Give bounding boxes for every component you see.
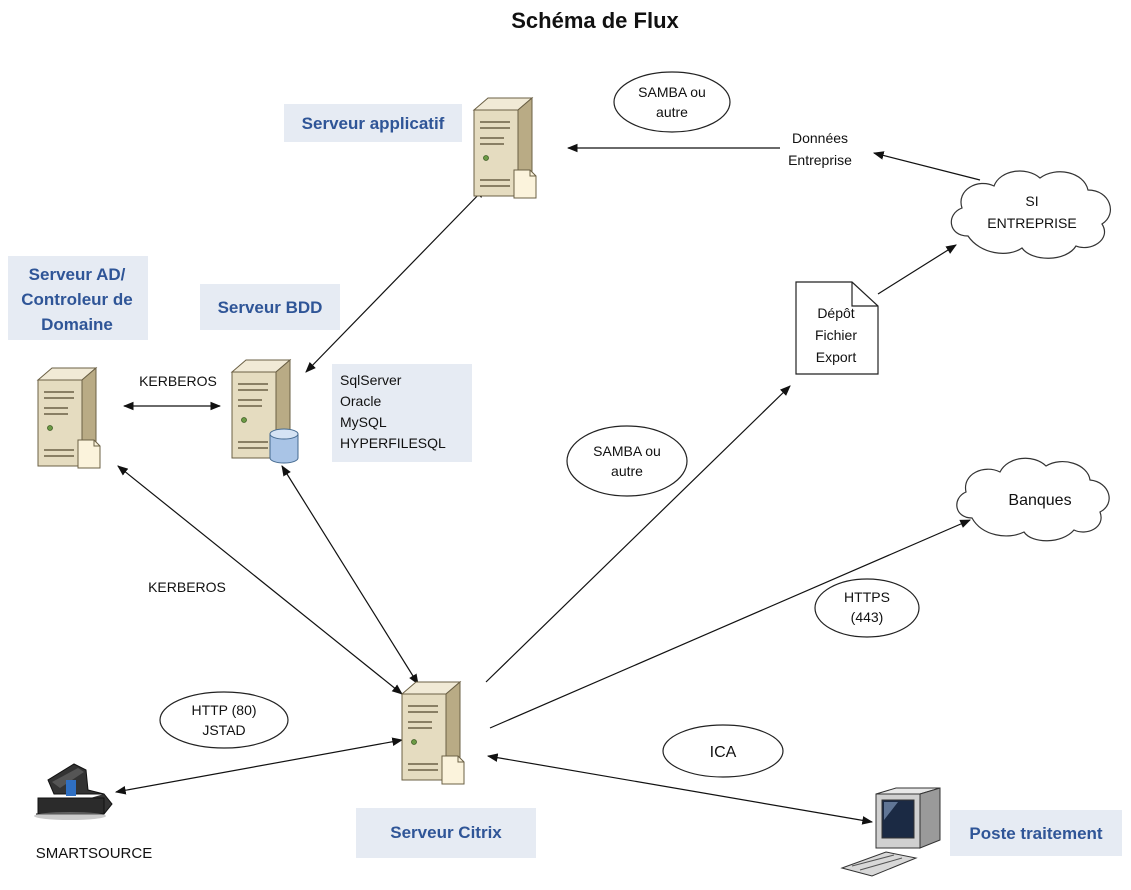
db-item: MySQL <box>340 414 387 430</box>
data-label-1: Données <box>792 130 848 146</box>
export-file-icon <box>795 281 879 375</box>
banks-cloud-label: Banques <box>1008 492 1071 509</box>
si-cloud-label-1: SI <box>1025 193 1038 209</box>
http-label-1: HTTP (80) <box>191 702 256 718</box>
workstation-label-box <box>950 810 1122 856</box>
banks-cloud-icon <box>956 457 1110 542</box>
app-server-label-box <box>284 104 462 142</box>
http-oval <box>159 691 289 749</box>
ad-server-icon <box>37 367 101 469</box>
app-server-label: Serveur applicatif <box>302 114 445 133</box>
database-icon <box>269 428 299 464</box>
bdd-server-label: Serveur BDD <box>218 298 323 317</box>
http-label-2: JSTAD <box>202 722 245 738</box>
si-cloud-icon <box>950 170 1111 259</box>
ad-server-label-1: Serveur AD/ <box>29 265 126 284</box>
citrix-workstation-ica-link <box>486 753 874 825</box>
diagram-title: Schéma de Flux <box>511 8 679 33</box>
db-item: SqlServer <box>340 372 402 388</box>
samba-mid-oval <box>566 425 688 497</box>
https-label-1: HTTPS <box>844 589 890 605</box>
db-item: HYPERFILESQL <box>340 435 446 451</box>
https-oval <box>814 578 920 638</box>
ad-server-label-3: Domaine <box>41 315 113 334</box>
citrix-to-export-arrow <box>485 385 791 683</box>
ad-server-label-2: Controleur de <box>21 290 132 309</box>
samba-mid-label-2: autre <box>611 463 643 479</box>
check-scanner-icon <box>34 763 113 820</box>
ica-label: ICA <box>710 744 737 761</box>
bdd-citrix-link <box>281 465 419 685</box>
samba-top-label-2: autre <box>656 104 688 120</box>
export-file-label-3: Export <box>816 349 857 365</box>
scanner-citrix-http-link <box>114 737 404 795</box>
citrix-server-label-box <box>356 808 536 858</box>
kerberos-left-label: KERBEROS <box>148 579 226 595</box>
app-bdd-link <box>305 187 486 373</box>
db-list-box <box>332 364 472 462</box>
si-cloud-label-2: ENTREPRISE <box>987 215 1076 231</box>
app-server-icon <box>473 97 537 199</box>
samba-mid-label-1: SAMBA ou <box>593 443 661 459</box>
samba-top-oval <box>613 71 731 133</box>
bdd-server-label-box <box>200 284 340 330</box>
export-file-label-1: Dépôt <box>817 305 854 321</box>
computer-icon <box>840 787 941 877</box>
https-label-2: (443) <box>851 609 884 625</box>
ad-server-label-box <box>8 256 148 340</box>
db-item: Oracle <box>340 393 381 409</box>
citrix-to-banks-arrow <box>489 519 971 729</box>
kerberos-top-label: KERBEROS <box>139 373 217 389</box>
ica-oval <box>662 724 784 778</box>
export-to-si-arrow <box>877 244 957 295</box>
samba-top-label-1: SAMBA ou <box>638 84 706 100</box>
citrix-server-label: Serveur Citrix <box>390 823 502 842</box>
export-file-label-2: Fichier <box>815 327 857 343</box>
data-label-2: Entreprise <box>788 152 852 168</box>
citrix-server-icon <box>401 681 465 785</box>
scanner-label: SMARTSOURCE <box>36 845 152 862</box>
workstation-label: Poste traitement <box>969 824 1103 843</box>
si-to-data-arrow <box>872 151 981 181</box>
